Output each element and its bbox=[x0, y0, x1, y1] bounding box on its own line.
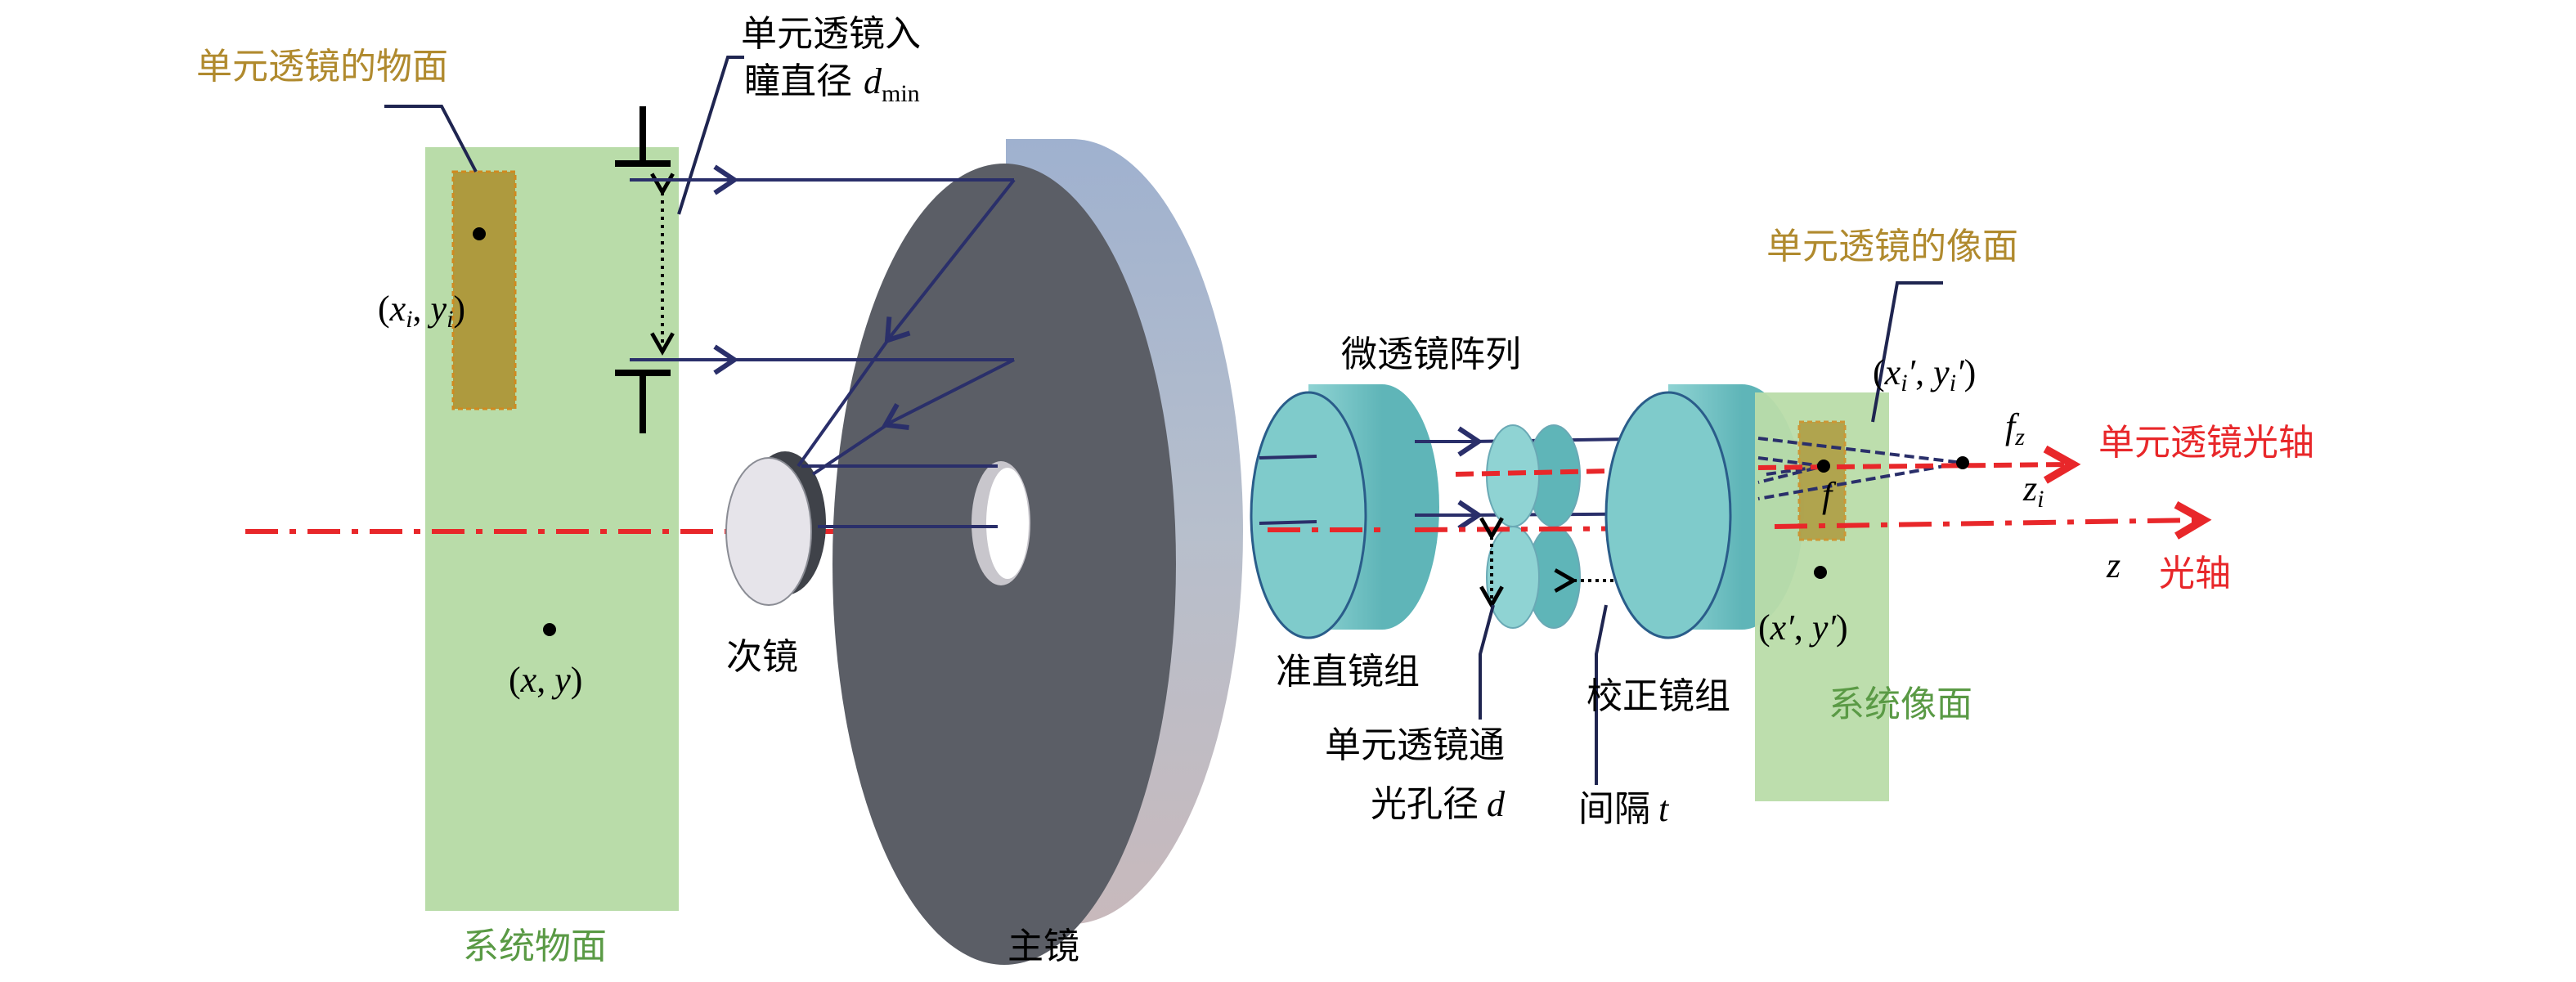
correction-group-label: 校正镜组 bbox=[1586, 675, 1730, 717]
system-image-plane-label: 系统像面 bbox=[1829, 684, 1972, 725]
entrance-pupil-label-line1: 单元透镜入 bbox=[741, 13, 921, 55]
object-point bbox=[543, 623, 556, 636]
aperture-stop-bottom bbox=[615, 370, 671, 433]
image-point-i bbox=[1817, 460, 1830, 473]
microlens-array-label: 微透镜阵列 bbox=[1341, 334, 1521, 375]
collimator-ray-top bbox=[1259, 455, 1317, 460]
image-point-i-label: (xi′, yi′) bbox=[1873, 352, 1976, 397]
image-point bbox=[1814, 566, 1827, 579]
secondary-mirror bbox=[725, 451, 826, 606]
aperture-label-line1: 单元透镜通 bbox=[1325, 724, 1505, 766]
collimator-ray-bottom bbox=[1259, 520, 1317, 525]
system-object-plane-label: 系统物面 bbox=[463, 926, 607, 967]
object-point-label: (x, y) bbox=[509, 660, 582, 700]
primary-mirror bbox=[832, 139, 1243, 965]
unit-lens-image-plane bbox=[1797, 420, 1847, 541]
image-point-label: (x′, y′) bbox=[1758, 608, 1848, 648]
spacing-t-leader bbox=[1595, 604, 1608, 785]
primary-mirror-label: 主镜 bbox=[1008, 926, 1079, 967]
optical-axis-right bbox=[1774, 520, 2200, 527]
unit-lens-object-plane bbox=[451, 170, 517, 410]
secondary-mirror-label: 次镜 bbox=[726, 636, 798, 678]
image-unit-plane-label: 单元透镜的像面 bbox=[1766, 226, 2018, 267]
entrance-pupil-leader bbox=[677, 56, 744, 215]
collimator-lens-group bbox=[1250, 384, 1439, 639]
image-unit-plane-leader bbox=[1871, 281, 1943, 423]
aperture-stop-top bbox=[615, 106, 671, 167]
fz-label: fz bbox=[2005, 406, 2025, 451]
object-unit-plane-leader bbox=[384, 105, 478, 173]
aperture-d-leader bbox=[1479, 604, 1495, 720]
light-rays-front bbox=[630, 164, 1016, 528]
object-point-i-label: (xi, yi) bbox=[378, 289, 465, 333]
object-unit-plane-label: 单元透镜的物面 bbox=[196, 46, 448, 87]
focus-point bbox=[1956, 456, 1969, 469]
zi-label: zi bbox=[2022, 469, 2044, 513]
z-axis-label: z bbox=[2106, 545, 2120, 585]
unit-optical-axis-label: 单元透镜光轴 bbox=[2098, 422, 2314, 464]
collimator-group-label: 准直镜组 bbox=[1276, 651, 1420, 693]
optical-axis-mid bbox=[1414, 526, 1685, 532]
entrance-pupil-label-line2: 瞳直径 dmin bbox=[744, 61, 920, 107]
object-point-i bbox=[473, 227, 486, 240]
optical-axis-label: 光轴 bbox=[2159, 553, 2231, 594]
